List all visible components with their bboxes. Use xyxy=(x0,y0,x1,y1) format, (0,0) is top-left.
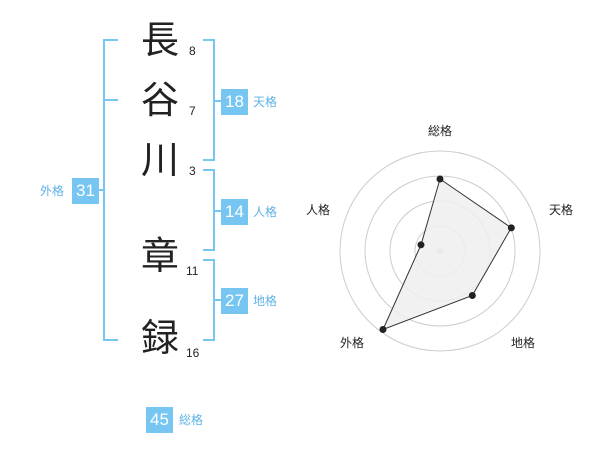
radar-ring-4 xyxy=(339,150,541,352)
name-char-3: 川 xyxy=(140,138,179,182)
radar-axis-label-gaikaku: 外格 xyxy=(340,336,365,350)
stroke-count-5: 16 xyxy=(186,346,200,360)
gaikaku-label: 外格 xyxy=(40,184,65,198)
stroke-count-2: 7 xyxy=(189,104,196,118)
tenkaku-label: 天格 xyxy=(253,95,278,109)
chikaku-value: 27 xyxy=(221,288,248,314)
gaikaku-value: 31 xyxy=(72,178,99,204)
name-char-5: 録 xyxy=(140,316,179,360)
radar-point-4 xyxy=(379,325,387,333)
radar-point-1 xyxy=(436,175,444,183)
name-char-1: 長 xyxy=(140,18,179,62)
stroke-count-3: 3 xyxy=(189,164,196,178)
radar-axis-label-tenkaku: 天格 xyxy=(549,203,574,217)
name-char-2: 谷 xyxy=(140,78,179,122)
stroke-count-1: 8 xyxy=(189,44,196,58)
jinkaku-value: 14 xyxy=(221,199,248,225)
jinkaku-label: 人格 xyxy=(253,205,278,219)
radar-point-5 xyxy=(417,241,425,249)
soukaku-value: 45 xyxy=(146,407,173,433)
chikaku-label: 地格 xyxy=(253,294,278,308)
radar-points xyxy=(379,175,515,333)
radar-polygon xyxy=(382,178,512,331)
tenkaku-value: 18 xyxy=(221,89,248,115)
stroke-count-4: 11 xyxy=(186,264,199,278)
radar-point-3 xyxy=(468,291,476,299)
soukaku-label: 総格 xyxy=(179,413,204,427)
radar-axis-label-jinkaku: 人格 xyxy=(306,203,331,217)
radar-axis-label-soukaku: 総格 xyxy=(428,124,453,138)
name-char-4: 章 xyxy=(140,234,179,278)
radar-point-2 xyxy=(507,224,515,232)
radar-axis-label-chikaku: 地格 xyxy=(511,336,536,350)
